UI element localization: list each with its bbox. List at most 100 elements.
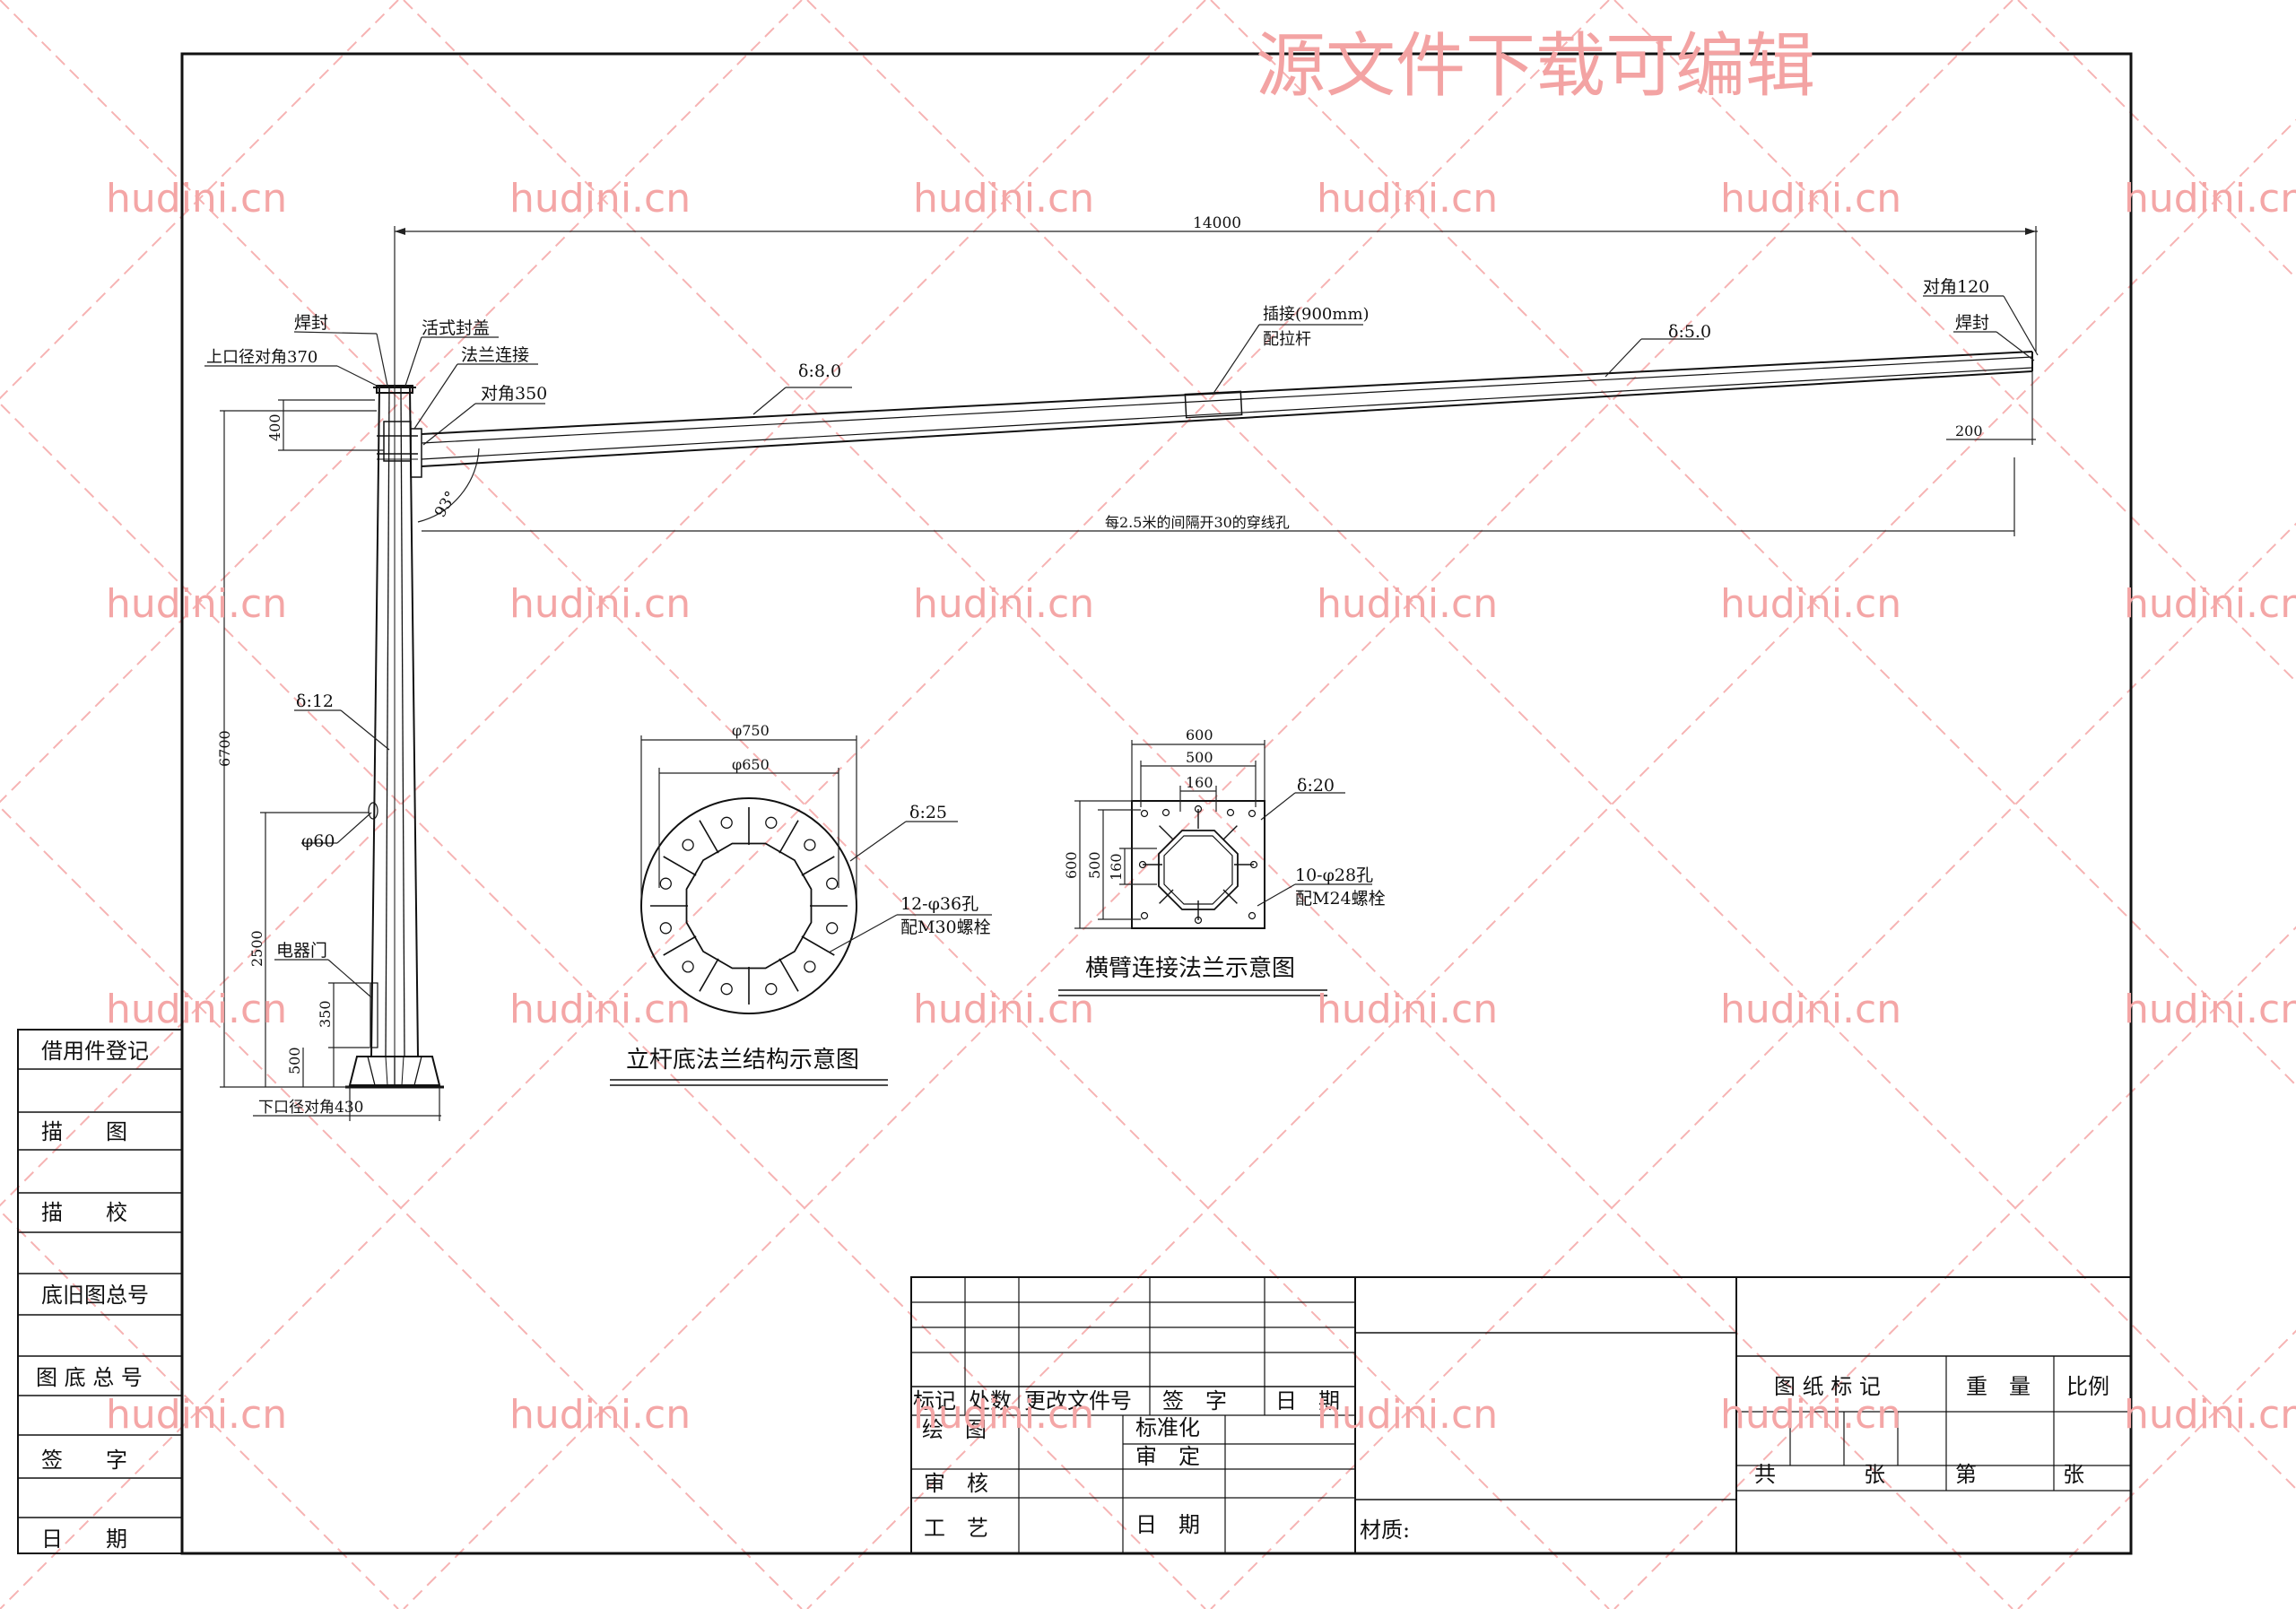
rev-header-mark: 标记: [913, 1388, 956, 1413]
base-flange-bolt-hole: [765, 816, 778, 829]
watermark-line: [0, 0, 803, 804]
arm-flange-rib: [1159, 825, 1174, 840]
sheet-number-unit: 张: [2063, 1462, 2084, 1487]
arm-thickness-label: δ:20: [1297, 776, 1335, 796]
bottom-diameter-label: 下口径对角430: [258, 1099, 363, 1117]
watermark-text: hudini.cn: [2124, 1392, 2296, 1438]
date-label: 日 期: [1135, 1512, 1200, 1537]
watermark-line: [0, 0, 1610, 1609]
watermark-text: hudini.cn: [106, 581, 287, 627]
arm-holes-label: 10-φ28孔: [1295, 865, 1373, 885]
watermark-text: hudini.cn: [1317, 176, 1498, 222]
drawn-by-label: 绘 图: [922, 1417, 987, 1442]
approval-label: 审 定: [1135, 1444, 1200, 1469]
base-flange-bolt-hole: [720, 816, 733, 829]
door-base-label: 500: [286, 1047, 303, 1074]
watermark-text: hudini.cn: [1317, 987, 1498, 1032]
watermark-line: [2017, 0, 2296, 280]
arm-w500-label: 500: [1186, 749, 1213, 766]
base-bolts-label: 配M30螺栓: [900, 918, 991, 937]
arm-bolts-label: 配M24螺栓: [1295, 889, 1386, 909]
watermark-text: hudini.cn: [2124, 176, 2296, 222]
strip-label-old-number: 底旧图总号: [41, 1283, 149, 1308]
scale-label: 比例: [2066, 1374, 2109, 1399]
weight-label: 重 量: [1966, 1374, 2031, 1399]
watermark-line: [1210, 522, 2296, 1609]
watermark-text: hudini.cn: [913, 176, 1094, 222]
total-sheets-unit: 张: [1864, 1462, 1885, 1487]
arm-flange-bolt-hole: [1161, 808, 1170, 817]
watermark-text: hudini.cn: [1720, 176, 1901, 222]
arm-flange-octagon-inner: [1163, 835, 1233, 905]
base-flange-bolt-hole: [682, 961, 694, 973]
base-flange-bolt-hole: [804, 961, 816, 973]
pole-elevation: 6700 400 2500 350 500 下口径对角430 焊封 活式封盖 上…: [204, 313, 547, 1121]
base-flange-bolt-hole: [804, 839, 816, 851]
pole-height-label: 6700: [216, 730, 233, 767]
watermark-text: hudini.cn: [1720, 987, 1901, 1032]
rev-header-sign: 签 字: [1162, 1388, 1227, 1413]
watermark-text: hudini.cn: [1720, 1392, 1901, 1438]
arm-flange-bolt-hole: [1194, 916, 1203, 925]
watermark-text: hudini.cn: [1720, 581, 1901, 627]
base-flange-bolt-hole: [765, 983, 778, 996]
arm-flange-rib: [1222, 889, 1238, 904]
arm-flange-bolt-holes: [1138, 804, 1258, 925]
watermark-banner: 源文件下载可编辑: [1256, 26, 1815, 107]
material-label: 材质:: [1360, 1518, 1410, 1543]
arm-flange-rib: [1159, 889, 1174, 904]
wire-holes-note: 每2.5米的间隔开30的穿线孔: [1105, 514, 1290, 531]
arm-h500-label: 500: [1086, 851, 1103, 879]
base-thickness-label: δ:25: [909, 803, 947, 822]
tip-weld-label: 焊封: [1955, 313, 1989, 333]
process-label: 工 艺: [924, 1516, 988, 1541]
base-flange-rib: [663, 856, 697, 876]
watermark-line: [1210, 0, 2296, 1087]
arm-h600-label: 600: [1063, 851, 1080, 879]
base-flange-bolt-hole: [659, 922, 672, 935]
base-flange-ribs: [650, 807, 848, 1005]
watermark-line: [0, 402, 1206, 1609]
watermark-text: hudini.cn: [913, 987, 1094, 1032]
arm-w600-label: 600: [1186, 726, 1213, 744]
watermark-text: hudini.cn: [1317, 581, 1498, 627]
reviewed-by-label: 审 核: [924, 1471, 988, 1496]
drawing-frame: [180, 52, 2133, 1555]
base-flange-bolt-hole: [720, 983, 733, 996]
strip-label-signature: 签 字: [41, 1448, 127, 1473]
base-flange-drawing: φ750 φ650 δ:25 12-φ36孔 配M30螺栓 立杆底法兰结构示意图: [610, 722, 992, 1086]
hole-diameter-label: φ60: [301, 831, 335, 851]
strip-label-borrow: 借用件登记: [41, 1039, 149, 1064]
tip-dim-label: 200: [1955, 422, 1983, 439]
watermark-line: [0, 1209, 399, 1609]
rev-header-doc: 更改文件号: [1024, 1388, 1132, 1413]
watermark-text-grid: hudini.cn hudini.cn hudini.cn hudini.cn hudi…: [106, 176, 2296, 1438]
watermark-text: hudini.cn: [2124, 987, 2296, 1032]
arm-flange-caption: 横臂连接法兰示意图: [1085, 955, 1295, 982]
arm-flange-bolt-hole: [1248, 809, 1257, 818]
arm-flange-bolt-hole: [1249, 860, 1258, 869]
watermark-line: [403, 0, 2013, 1609]
flange-offset-label: 400: [266, 413, 283, 441]
base-flange-bolt-holes: [659, 816, 839, 996]
watermark-line: [0, 0, 399, 400]
base-flange-inner-polygon: [685, 842, 813, 970]
arm-flange-bolt-hole: [1226, 808, 1235, 817]
overall-length-label: 14000: [1193, 214, 1241, 232]
base-flange-rib: [778, 820, 799, 854]
watermark-line: [1613, 0, 2296, 683]
sheet-number-label: 第: [1955, 1462, 1977, 1487]
arm-flange-rib: [1222, 825, 1238, 840]
base-flange-bolt-hole: [682, 839, 694, 851]
cap-label: 活式封盖: [422, 318, 490, 338]
watermark-text: hudini.cn: [509, 176, 691, 222]
door-label: 电器门: [276, 941, 327, 961]
arm-flange-drawing: 600 500 160 600 500 160 δ:20 10-φ28孔 配M2…: [1058, 726, 1386, 996]
watermark-line: [403, 0, 2013, 1609]
watermark-line: [1613, 926, 2296, 1609]
base-holes-label: 12-φ36孔: [900, 894, 978, 914]
joint-note: 配拉杆: [1263, 330, 1311, 349]
arm-flange-octagon-outer: [1158, 830, 1239, 910]
